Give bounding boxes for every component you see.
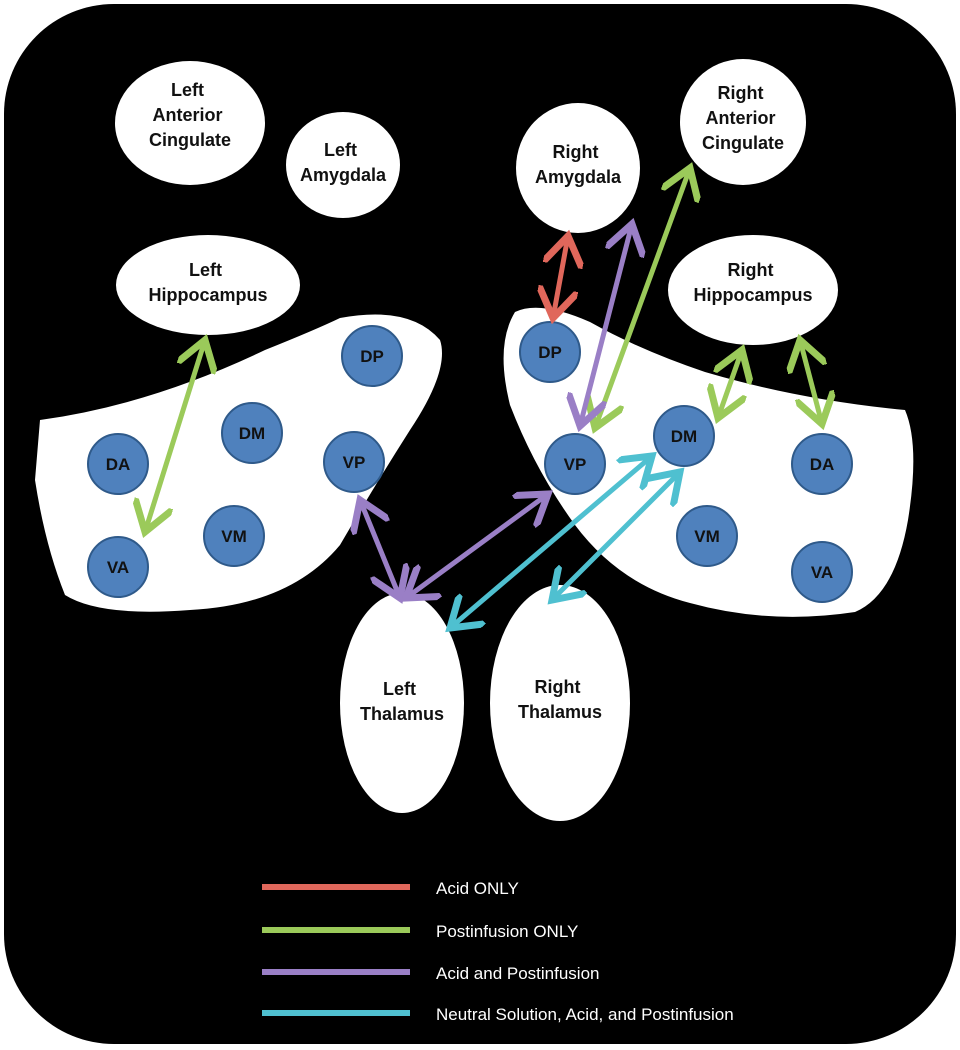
right-va-nucleus xyxy=(791,541,853,603)
right-da-label: DA xyxy=(810,455,835,474)
left-dp-nucleus xyxy=(341,325,403,387)
left-va-nucleus xyxy=(87,536,149,598)
left-dm-nucleus xyxy=(221,402,283,464)
left-dp-label: DP xyxy=(360,347,384,366)
right-vm-label: VM xyxy=(694,527,720,546)
left-thalamus-label: Left Thalamus xyxy=(360,679,444,724)
left-da-label: DA xyxy=(106,455,131,474)
right-anterior-cingulate-node xyxy=(680,59,806,185)
arrow-right-hippocampus-right-da xyxy=(800,340,822,424)
left-dm-label: DM xyxy=(239,424,265,443)
right-hippocampus-label: Right Hippocampus xyxy=(693,260,812,305)
right-anterior-cingulate-label: Right Anterior Cingulate xyxy=(702,83,784,153)
left-vp-nucleus xyxy=(323,431,385,493)
left-vp-label: VP xyxy=(343,453,366,472)
left-hippocampus-label: Left Hippocampus xyxy=(148,260,267,305)
left-vm-label: VM xyxy=(221,527,247,546)
right-da-nucleus xyxy=(791,433,853,495)
legend-label-acid-only: Acid ONLY xyxy=(436,879,519,898)
right-dp-label: DP xyxy=(538,343,562,362)
left-hippocampus-node xyxy=(116,235,300,335)
left-thalamus-node xyxy=(340,593,464,813)
arrow-right-hippocampus-right-dm xyxy=(718,350,742,418)
right-hippocampus-node xyxy=(668,235,838,345)
arrow-right-dm-right-thalamus xyxy=(552,472,680,600)
left-anterior-cingulate-label: Left Anterior Cingulate xyxy=(149,80,231,150)
left-amygdala-label: Left Amygdala xyxy=(300,140,387,185)
legend-label-acid-and-postinfusion: Acid and Postinfusion xyxy=(436,964,600,983)
right-thalamus-label: Right Thalamus xyxy=(518,677,602,722)
left-va-label: VA xyxy=(107,558,129,577)
left-amygdala-node xyxy=(286,112,400,218)
arrow-right-amygdala-right-vp xyxy=(580,224,632,426)
legend-label-postinfusion-only: Postinfusion ONLY xyxy=(436,922,578,941)
right-dm-label: DM xyxy=(671,427,697,446)
right-thalamus-node xyxy=(490,585,630,821)
arrow-left-hippocampus-left-va xyxy=(145,340,205,532)
arrow-left-vp-left-thalamus xyxy=(360,500,400,598)
left-anterior-cingulate-node xyxy=(115,61,265,185)
right-vp-label: VP xyxy=(564,455,587,474)
legend: Acid ONLY Postinfusion ONLY Acid and Pos… xyxy=(262,879,734,1024)
left-nuclei xyxy=(87,325,403,598)
right-va-label: VA xyxy=(811,563,833,582)
legend-label-neutral-acid-postinfusion: Neutral Solution, Acid, and Postinfusion xyxy=(436,1005,734,1024)
